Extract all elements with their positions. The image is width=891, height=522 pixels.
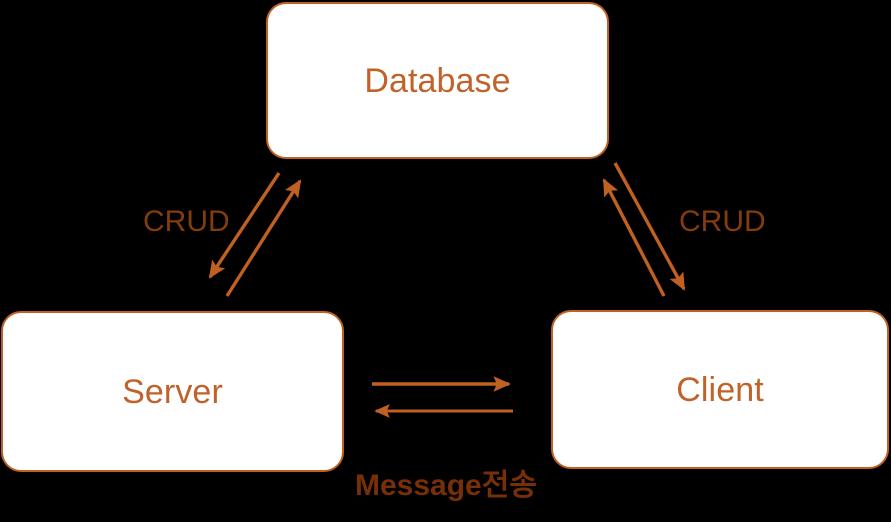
node-server-label: Server — [122, 372, 223, 411]
node-server[interactable]: Server — [1, 311, 344, 472]
node-client-label: Client — [676, 370, 764, 409]
arrow-server-to-database — [225, 179, 302, 297]
node-database-label: Database — [364, 61, 511, 100]
arrow-client-to-database — [602, 178, 666, 297]
node-database[interactable]: Database — [266, 2, 609, 159]
edge-label-crud-left: CRUD — [143, 205, 230, 238]
edge-label-crud-right: CRUD — [679, 205, 766, 238]
arrow-database-to-client — [613, 162, 686, 291]
edge-label-message: Message전송 — [355, 469, 537, 502]
node-client[interactable]: Client — [551, 310, 889, 469]
